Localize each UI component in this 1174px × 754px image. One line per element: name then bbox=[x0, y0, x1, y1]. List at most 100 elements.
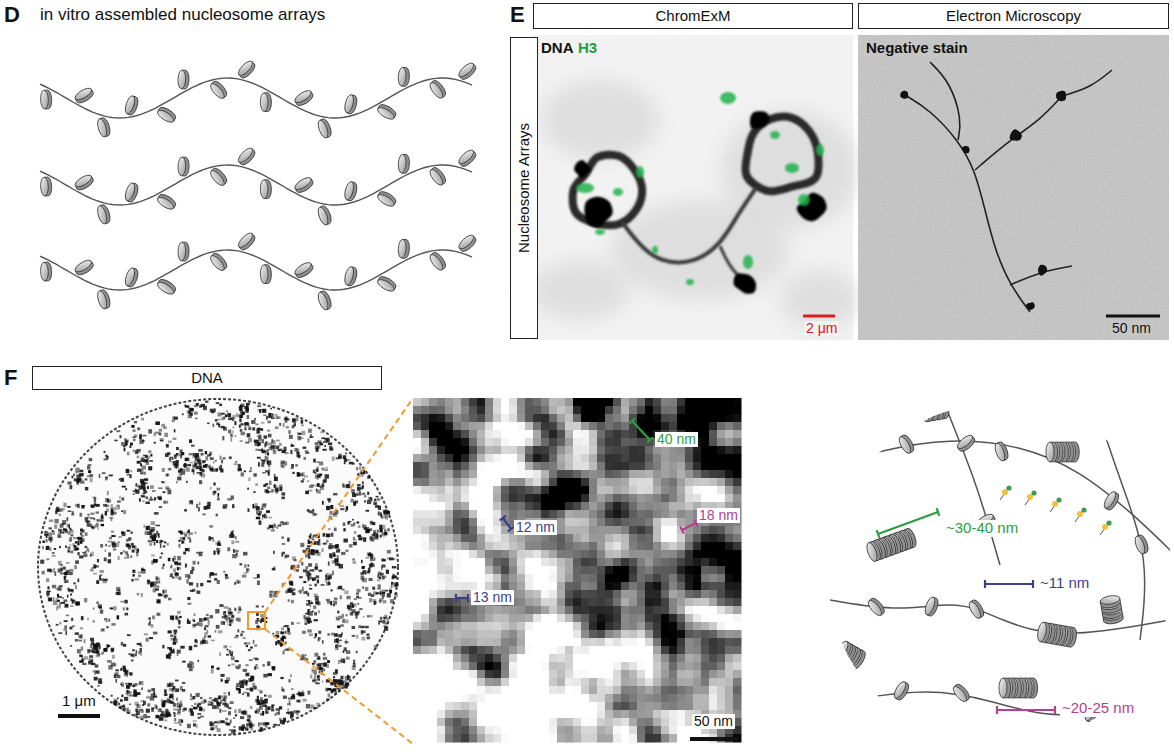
nucleus-image-part bbox=[148, 540, 152, 543]
nucleus-image-part bbox=[152, 490, 156, 492]
nucleus-image-part bbox=[168, 598, 171, 601]
nucleus-image-part bbox=[235, 536, 237, 540]
nucleus-image-part bbox=[154, 542, 156, 546]
nucleus-image-part bbox=[55, 598, 58, 602]
nucleus-image-part bbox=[170, 651, 174, 654]
nucleus-image-part bbox=[141, 687, 143, 690]
nucleus-image-part bbox=[126, 674, 128, 677]
nucleus-image-part bbox=[275, 414, 277, 416]
nucleus-image-part bbox=[198, 507, 200, 511]
nucleus-image-part bbox=[282, 450, 286, 453]
nucleus-image-part bbox=[192, 567, 195, 571]
nucleus-image-part bbox=[239, 681, 243, 684]
nucleus-image-part bbox=[148, 466, 152, 470]
nucleus-image-part bbox=[316, 467, 318, 469]
nucleus-image-part bbox=[238, 709, 241, 713]
nucleus-image-part bbox=[131, 543, 134, 545]
nucleus-image-part bbox=[174, 722, 178, 724]
nucleus-image-part bbox=[381, 566, 383, 570]
nucleus-image-part bbox=[115, 679, 117, 683]
nucleus-image-part bbox=[314, 472, 316, 474]
nucleus-image-part bbox=[367, 636, 370, 639]
nucleus-image-part bbox=[259, 409, 261, 413]
nucleus-image-part bbox=[177, 556, 181, 560]
nucleus-image-part bbox=[80, 541, 82, 544]
nucleus-image-part bbox=[342, 614, 344, 618]
nucleus-image-part bbox=[290, 450, 292, 454]
nucleus-image-part bbox=[254, 645, 257, 647]
nucleus-image-part bbox=[159, 542, 162, 544]
nucleus-image-part bbox=[227, 547, 230, 551]
nucleus-image-part bbox=[177, 702, 179, 705]
nucleus-image-part bbox=[138, 575, 141, 577]
nucleus-image-part bbox=[169, 457, 171, 460]
nucleus-image-part bbox=[359, 491, 361, 494]
nucleus-image-part bbox=[313, 671, 317, 674]
nucleus-image-part bbox=[213, 573, 217, 575]
nucleus-image-part bbox=[216, 514, 218, 517]
nucleus-image-part bbox=[109, 517, 113, 519]
nucleus-image-part bbox=[206, 614, 209, 616]
nucleus-image-part bbox=[362, 481, 364, 484]
nucleus-image-part bbox=[271, 489, 273, 493]
nucleosome bbox=[156, 105, 178, 124]
nucleus-image-part bbox=[93, 564, 96, 568]
nucleus-image-part bbox=[320, 442, 322, 446]
nucleus-image-part bbox=[372, 587, 375, 590]
nucleus-image-part bbox=[59, 585, 63, 587]
nucleus-image-part bbox=[198, 449, 202, 452]
nucleosome bbox=[376, 189, 398, 208]
nucleus-image-part bbox=[361, 637, 365, 641]
nucleus-image-part bbox=[319, 462, 323, 466]
nucleus-image-part bbox=[70, 550, 73, 553]
nucleus-image-part bbox=[265, 456, 268, 460]
nucleus-image-part bbox=[99, 575, 101, 579]
nucleus-image-part bbox=[71, 589, 73, 593]
nucleus-image-part bbox=[355, 615, 357, 619]
nucleus-image-part bbox=[338, 586, 342, 589]
nucleus-image-part bbox=[125, 440, 129, 443]
nucleus-image-part bbox=[108, 545, 111, 547]
nucleus-image-part bbox=[356, 651, 358, 653]
nucleus-image-part bbox=[353, 561, 357, 564]
nucleus-image-part bbox=[56, 508, 59, 511]
nucleus-image-part bbox=[247, 642, 251, 645]
nucleus-image-part bbox=[370, 559, 374, 561]
nucleus-image-part bbox=[166, 444, 169, 447]
nucleus-image-part bbox=[271, 529, 275, 531]
nucleus-image-part bbox=[127, 544, 129, 547]
nucleosome-part bbox=[178, 70, 186, 89]
nucleus-image-part bbox=[346, 550, 349, 552]
nucleus-image-part bbox=[177, 562, 181, 565]
nucleus-image-part bbox=[114, 674, 116, 678]
nucleus-image-part bbox=[228, 417, 232, 420]
nucleus-image-part bbox=[52, 555, 56, 557]
nucleus-image-part bbox=[382, 576, 385, 580]
nucleus-image-part bbox=[239, 415, 243, 418]
nucleosome-part bbox=[260, 180, 268, 199]
nucleus-image-part bbox=[94, 672, 96, 675]
nucleus-image-part bbox=[83, 554, 87, 558]
nucleus-image-part bbox=[78, 635, 82, 639]
nucleus-image-part bbox=[209, 525, 213, 528]
nucleus-image-part bbox=[326, 698, 329, 700]
nucleus-image-part bbox=[380, 573, 384, 576]
nucleus-image-part bbox=[214, 698, 218, 702]
nucleus-image-part bbox=[377, 530, 379, 532]
nucleus-image-part bbox=[289, 679, 291, 682]
nucleus-image-part bbox=[165, 486, 169, 489]
nucleus-image-part bbox=[317, 446, 320, 449]
nucleus-image-part bbox=[229, 617, 231, 620]
nucleus-image-part bbox=[255, 483, 258, 485]
nucleus-image-part bbox=[359, 466, 361, 469]
nucleus-image-part bbox=[361, 626, 365, 628]
nucleus-image-part bbox=[49, 520, 53, 522]
nucleus-image-part bbox=[202, 460, 206, 462]
nucleus-image-part bbox=[144, 478, 148, 481]
nucleus-image-part bbox=[272, 667, 275, 671]
nucleus-image-part bbox=[230, 653, 233, 656]
nucleus-image-part bbox=[213, 540, 215, 542]
nucleus-image-part bbox=[248, 649, 251, 651]
nucleus-image-part bbox=[158, 487, 162, 489]
nucleus-image-part bbox=[147, 486, 149, 489]
